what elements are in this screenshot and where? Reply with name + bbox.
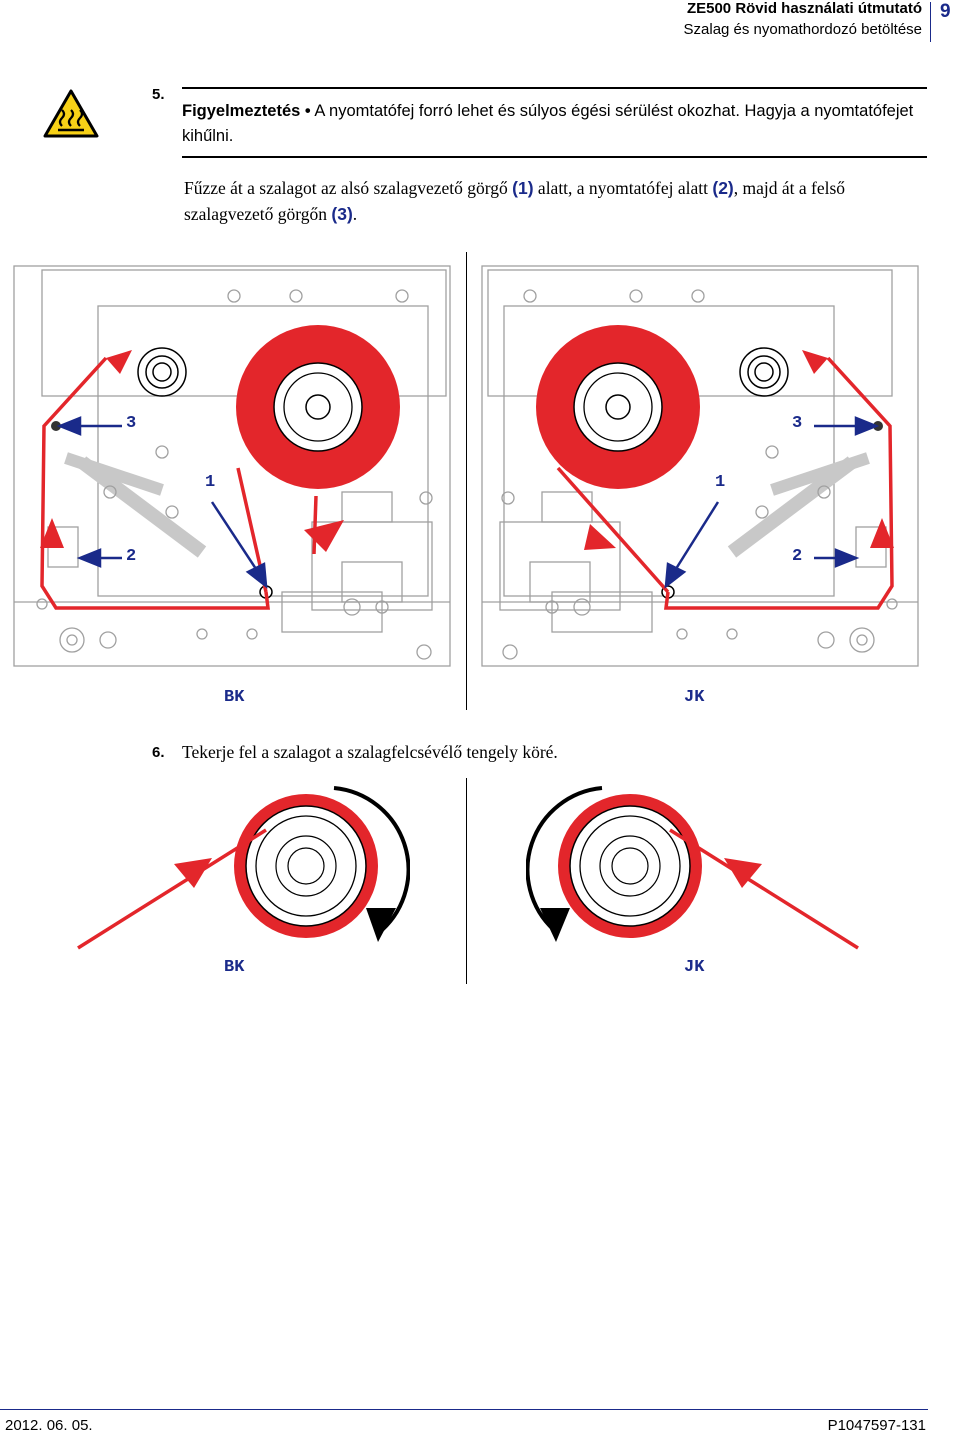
printer-mechanism-right xyxy=(481,265,919,667)
diagram-label-left: BK xyxy=(224,688,245,707)
callout-3-left: 3 xyxy=(126,414,137,433)
instruction-part1: Fűzze át a szalagot az alsó szalagvezető… xyxy=(184,178,508,198)
callout-2-right: 2 xyxy=(792,547,803,566)
warning-label: Figyelmeztetés xyxy=(182,102,301,120)
warning-rule-top xyxy=(182,87,927,89)
warning-paragraph: Figyelmeztetés • A nyomtatófej forró leh… xyxy=(182,99,922,149)
callout-1-right: 1 xyxy=(715,473,726,492)
ref-1: (1) xyxy=(512,178,534,198)
ref-3: (3) xyxy=(331,204,353,224)
step5-instruction: Fűzze át a szalagot az alsó szalagvezető… xyxy=(184,175,924,227)
header-divider xyxy=(930,2,931,42)
instruction-part2: alatt, a nyomtatófej alatt xyxy=(537,178,708,198)
step-number-5: 5. xyxy=(152,86,165,103)
callout-1-left: 1 xyxy=(205,473,216,492)
warning-rule-bottom xyxy=(182,156,927,158)
take-up-spindle-left xyxy=(77,786,410,950)
diagram-divider xyxy=(466,252,467,710)
diagram-label-right: JK xyxy=(684,688,705,707)
callout-3-right: 3 xyxy=(792,414,803,433)
page-number: 9 xyxy=(940,1,951,22)
hot-surface-warning-icon xyxy=(43,89,99,138)
step-number-6: 6. xyxy=(152,744,165,761)
step6-instruction: Tekerje fel a szalagot a szalagfelcsévél… xyxy=(182,742,558,762)
printer-mechanism-left xyxy=(13,265,451,667)
footer-rule xyxy=(0,1409,928,1410)
footer-date: 2012. 06. 05. xyxy=(5,1417,93,1434)
diagram-bottom-divider xyxy=(466,778,467,984)
ref-2: (2) xyxy=(712,178,734,198)
callout-arrows xyxy=(56,416,880,589)
header-subtitle: Szalag és nyomathordozó betöltése xyxy=(683,21,922,38)
warning-text: A nyomtatófej forró lehet és súlyos égés… xyxy=(182,102,914,145)
callout-2-left: 2 xyxy=(126,547,137,566)
instruction-part4: . xyxy=(352,204,358,224)
instruction-part3: , majd át a felső szalagvezető görgőn xyxy=(184,178,846,224)
take-up-spindle-right xyxy=(526,786,859,950)
footer-doc-id: P1047597-131 xyxy=(827,1417,926,1434)
diagram-bottom-label-left: BK xyxy=(224,958,245,977)
diagram-bottom-label-right: JK xyxy=(684,958,705,977)
warning-bullet: • xyxy=(304,102,311,120)
header-title: ZE500 Rövid használati útmutató xyxy=(686,0,922,17)
